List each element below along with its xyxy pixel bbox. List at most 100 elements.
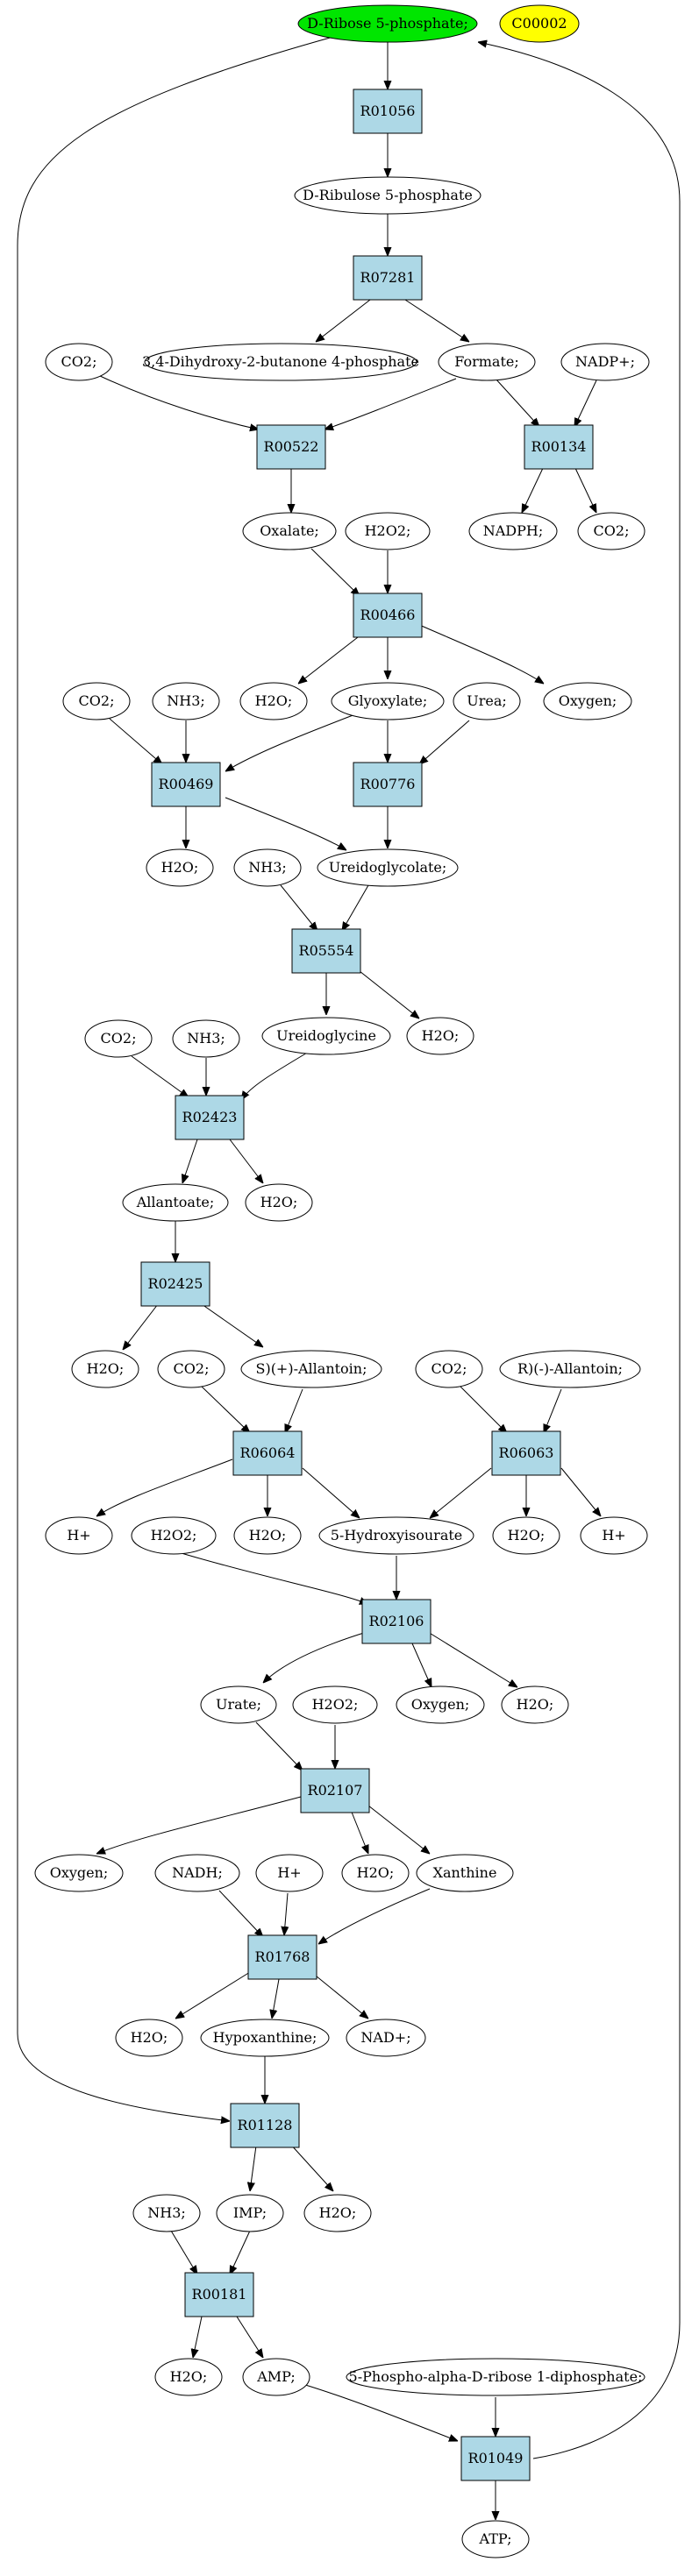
reaction-r01049[interactable]: R01049 xyxy=(460,2436,531,2481)
compound-h2o[interactable]: H2O; xyxy=(239,682,308,720)
compound-prpp[interactable]: 5-Phospho-alpha-D-ribose 1-diphosphate; xyxy=(346,2358,646,2396)
compound-h2o[interactable]: H2O; xyxy=(492,1516,560,1555)
edge xyxy=(342,884,369,931)
compound-shape xyxy=(62,682,131,720)
compound-nadph[interactable]: NADPH; xyxy=(468,512,558,550)
compound-h2o[interactable]: H2O; xyxy=(341,1854,410,1892)
compound-urea[interactable]: Urea; xyxy=(453,682,521,720)
reaction-label: R05554 xyxy=(299,942,354,959)
compound-h2o[interactable]: H2O; xyxy=(146,848,214,887)
compound-label: H2O; xyxy=(161,859,199,876)
compound-co2[interactable]: CO2; xyxy=(62,682,131,720)
compound-oxalate[interactable]: Oxalate; xyxy=(242,512,337,550)
reaction-r00134[interactable]: R00134 xyxy=(524,424,594,470)
compound-oxygen[interactable]: Oxygen; xyxy=(396,1685,485,1724)
compound-oxygen[interactable]: Oxygen; xyxy=(34,1854,124,1892)
edge xyxy=(417,623,544,684)
reaction-r02107[interactable]: R02107 xyxy=(300,1768,370,1813)
compound-s-allantoin[interactable]: S)(+)-Allantoin; xyxy=(240,1350,382,1388)
compound-urate[interactable]: Urate; xyxy=(200,1685,277,1724)
compound-formate[interactable]: Formate; xyxy=(438,343,536,381)
compound-atp[interactable]: ATP; xyxy=(461,2520,530,2558)
compound-label: S)(+)-Allantoin; xyxy=(255,1360,367,1377)
compound-label: H2O2; xyxy=(365,522,411,539)
reaction-r02423[interactable]: R02423 xyxy=(175,1095,245,1140)
compound-oxygen[interactable]: Oxygen; xyxy=(543,682,632,720)
edge xyxy=(229,1139,263,1183)
compound-h2o[interactable]: H2O; xyxy=(154,2358,223,2396)
compound-label: D-Ribose 5-phosphate; xyxy=(307,15,468,32)
compound-h-plus[interactable]: H+ xyxy=(255,1854,324,1892)
compound-label: AMP; xyxy=(256,2368,296,2385)
compound-nadh[interactable]: NADH; xyxy=(154,1854,240,1892)
compound-glyoxylate[interactable]: Glyoxylate; xyxy=(331,682,445,720)
compound-h2o[interactable]: H2O; xyxy=(115,2019,183,2057)
compound-ureidoglycine[interactable]: Ureidoglycine xyxy=(261,1017,391,1055)
compound-h2o[interactable]: H2O; xyxy=(501,1685,569,1724)
edge xyxy=(522,465,545,513)
reaction-r00469[interactable]: R00469 xyxy=(151,762,221,807)
edge xyxy=(225,797,346,850)
compound-xanthine[interactable]: Xanthine xyxy=(416,1854,514,1892)
reaction-r02425[interactable]: R02425 xyxy=(140,1261,210,1307)
compound-h2o[interactable]: H2O; xyxy=(406,1017,474,1055)
compound-co2[interactable]: CO2; xyxy=(45,343,113,381)
compound-h2o2[interactable]: H2O2; xyxy=(345,512,431,550)
compound-nad-plus[interactable]: NAD+; xyxy=(346,2019,426,2057)
reaction-r07281[interactable]: R07281 xyxy=(353,255,423,301)
compound-co2[interactable]: CO2; xyxy=(415,1350,483,1388)
compound-shape xyxy=(560,343,650,381)
reactions: R01056 R07281 R00522 R00134 R00466 R0046… xyxy=(140,89,594,2481)
compound-label: Urea; xyxy=(467,692,507,709)
reaction-r06064[interactable]: R06064 xyxy=(232,1430,303,1476)
compound-ureidoglycolate[interactable]: Ureidoglycolate; xyxy=(317,848,459,887)
compound-nh3[interactable]: NH3; xyxy=(233,848,302,887)
compound-r-allantoin[interactable]: R)(-)-Allantoin; xyxy=(499,1350,641,1388)
reaction-shape xyxy=(230,2103,300,2148)
compound-h-plus[interactable]: H+ xyxy=(45,1516,113,1555)
reaction-r01768[interactable]: R01768 xyxy=(247,1934,317,1980)
compound-label: Oxalate; xyxy=(260,522,319,539)
compound-shape xyxy=(318,1516,474,1555)
compound-nadp[interactable]: NADP+; xyxy=(560,343,650,381)
compound-shape xyxy=(468,512,558,550)
compound-label: Oxygen; xyxy=(411,1696,470,1713)
reaction-r00466[interactable]: R00466 xyxy=(353,593,423,638)
compound-label: CO2; xyxy=(432,1360,467,1377)
edge xyxy=(97,374,259,429)
compound-nh3[interactable]: NH3; xyxy=(132,2194,201,2232)
compound-dihydroxy-butanone-phosphate[interactable]: 3,4-Dihydroxy-2-butanone 4-phosphate xyxy=(142,343,419,381)
reaction-r02106[interactable]: R02106 xyxy=(361,1599,432,1644)
edge xyxy=(285,1388,303,1433)
compound-allantoate[interactable]: Allantoate; xyxy=(122,1183,229,1222)
compound-co2[interactable]: CO2; xyxy=(577,512,646,550)
compound-co2[interactable]: CO2; xyxy=(84,1019,153,1058)
compound-h2o[interactable]: H2O; xyxy=(303,2194,372,2232)
compound-label: H2O; xyxy=(357,1864,395,1881)
compound-hypoxanthine[interactable]: Hypoxanthine; xyxy=(200,2019,330,2057)
compound-nh3[interactable]: NH3; xyxy=(172,1019,240,1058)
compound-ribulose-5-phosphate[interactable]: D-Ribulose 5-phosphate xyxy=(294,176,481,215)
reaction-r01056[interactable]: R01056 xyxy=(353,89,423,134)
reaction-r00522[interactable]: R00522 xyxy=(256,424,326,470)
compound-h2o2[interactable]: H2O2; xyxy=(292,1685,378,1724)
compound-h2o[interactable]: H2O; xyxy=(245,1183,313,1222)
compound-h-plus[interactable]: H+ xyxy=(580,1516,648,1555)
compound-h2o[interactable]: H2O; xyxy=(233,1516,302,1555)
edge xyxy=(478,42,681,2459)
compound-h2o[interactable]: H2O; xyxy=(71,1350,139,1388)
compound-nh3[interactable]: NH3; xyxy=(152,682,220,720)
compound-5-hydroxyisourate[interactable]: 5-Hydroxyisourate xyxy=(318,1516,474,1555)
compound-amp[interactable]: AMP; xyxy=(242,2358,310,2396)
compound-imp[interactable]: IMP; xyxy=(216,2194,284,2232)
compound-co2[interactable]: CO2; xyxy=(157,1350,225,1388)
compound-h2o2[interactable]: H2O2; xyxy=(131,1516,217,1555)
compound-ribose-5-phosphate[interactable]: D-Ribose 5-phosphate; xyxy=(297,4,478,43)
reaction-r05554[interactable]: R05554 xyxy=(291,928,361,974)
reaction-r06063[interactable]: R06063 xyxy=(491,1430,561,1476)
compound-c00002[interactable]: C00002 xyxy=(499,4,580,43)
reaction-r00776[interactable]: R00776 xyxy=(353,762,423,807)
reaction-r01128[interactable]: R01128 xyxy=(230,2103,300,2148)
compound-label: NADPH; xyxy=(483,522,544,539)
reaction-r00181[interactable]: R00181 xyxy=(184,2272,254,2317)
